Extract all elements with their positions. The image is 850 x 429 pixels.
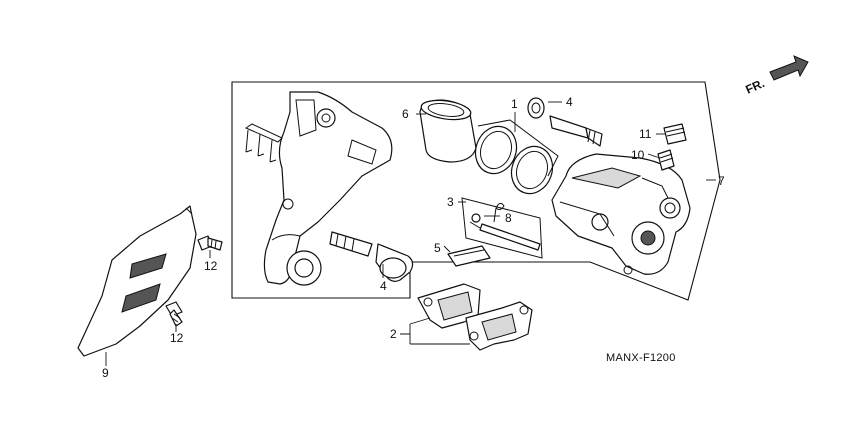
callout-2: 2 (390, 327, 397, 341)
callout-9: 9 (102, 366, 109, 380)
callout-8: 8 (505, 211, 512, 225)
disc-guard-plate (77, 205, 197, 357)
brake-pads (417, 283, 533, 351)
leader-lines (105, 101, 716, 366)
callout-4-upper: 4 (566, 95, 573, 109)
callout-labels: 6 1 4 11 10 7 3 8 5 4 2 12 12 9 (102, 95, 725, 380)
guard-bolt-upper (197, 235, 223, 251)
diagram-code: MANX-F1200 (606, 352, 676, 364)
slide-pin-upper (527, 97, 603, 147)
front-label: FR. (743, 76, 766, 97)
pad-spring-clip (244, 123, 283, 163)
callout-1: 1 (511, 97, 518, 111)
front-direction-indicator: FR. (743, 55, 809, 97)
caliper-body (551, 153, 691, 275)
assembly-frame (231, 81, 721, 301)
pad-shim (447, 245, 491, 267)
callout-12-lower: 12 (170, 331, 184, 345)
guard-bolt-lower (165, 301, 183, 327)
callout-12-upper: 12 (204, 259, 218, 273)
caliper-bracket (263, 91, 393, 286)
pad-pin (461, 197, 543, 259)
callout-5: 5 (434, 241, 441, 255)
slide-pin-lower (329, 231, 414, 282)
callout-4-lower: 4 (380, 279, 387, 293)
caliper-piston (419, 99, 477, 163)
callout-6: 6 (402, 107, 409, 121)
callout-10: 10 (631, 148, 645, 162)
callout-7: 7 (718, 174, 725, 188)
callout-3: 3 (447, 195, 454, 209)
bleeder-valve (657, 149, 675, 171)
bleeder-cap (663, 123, 687, 145)
piston-seal-rings (474, 119, 559, 195)
callout-11: 11 (639, 127, 652, 141)
